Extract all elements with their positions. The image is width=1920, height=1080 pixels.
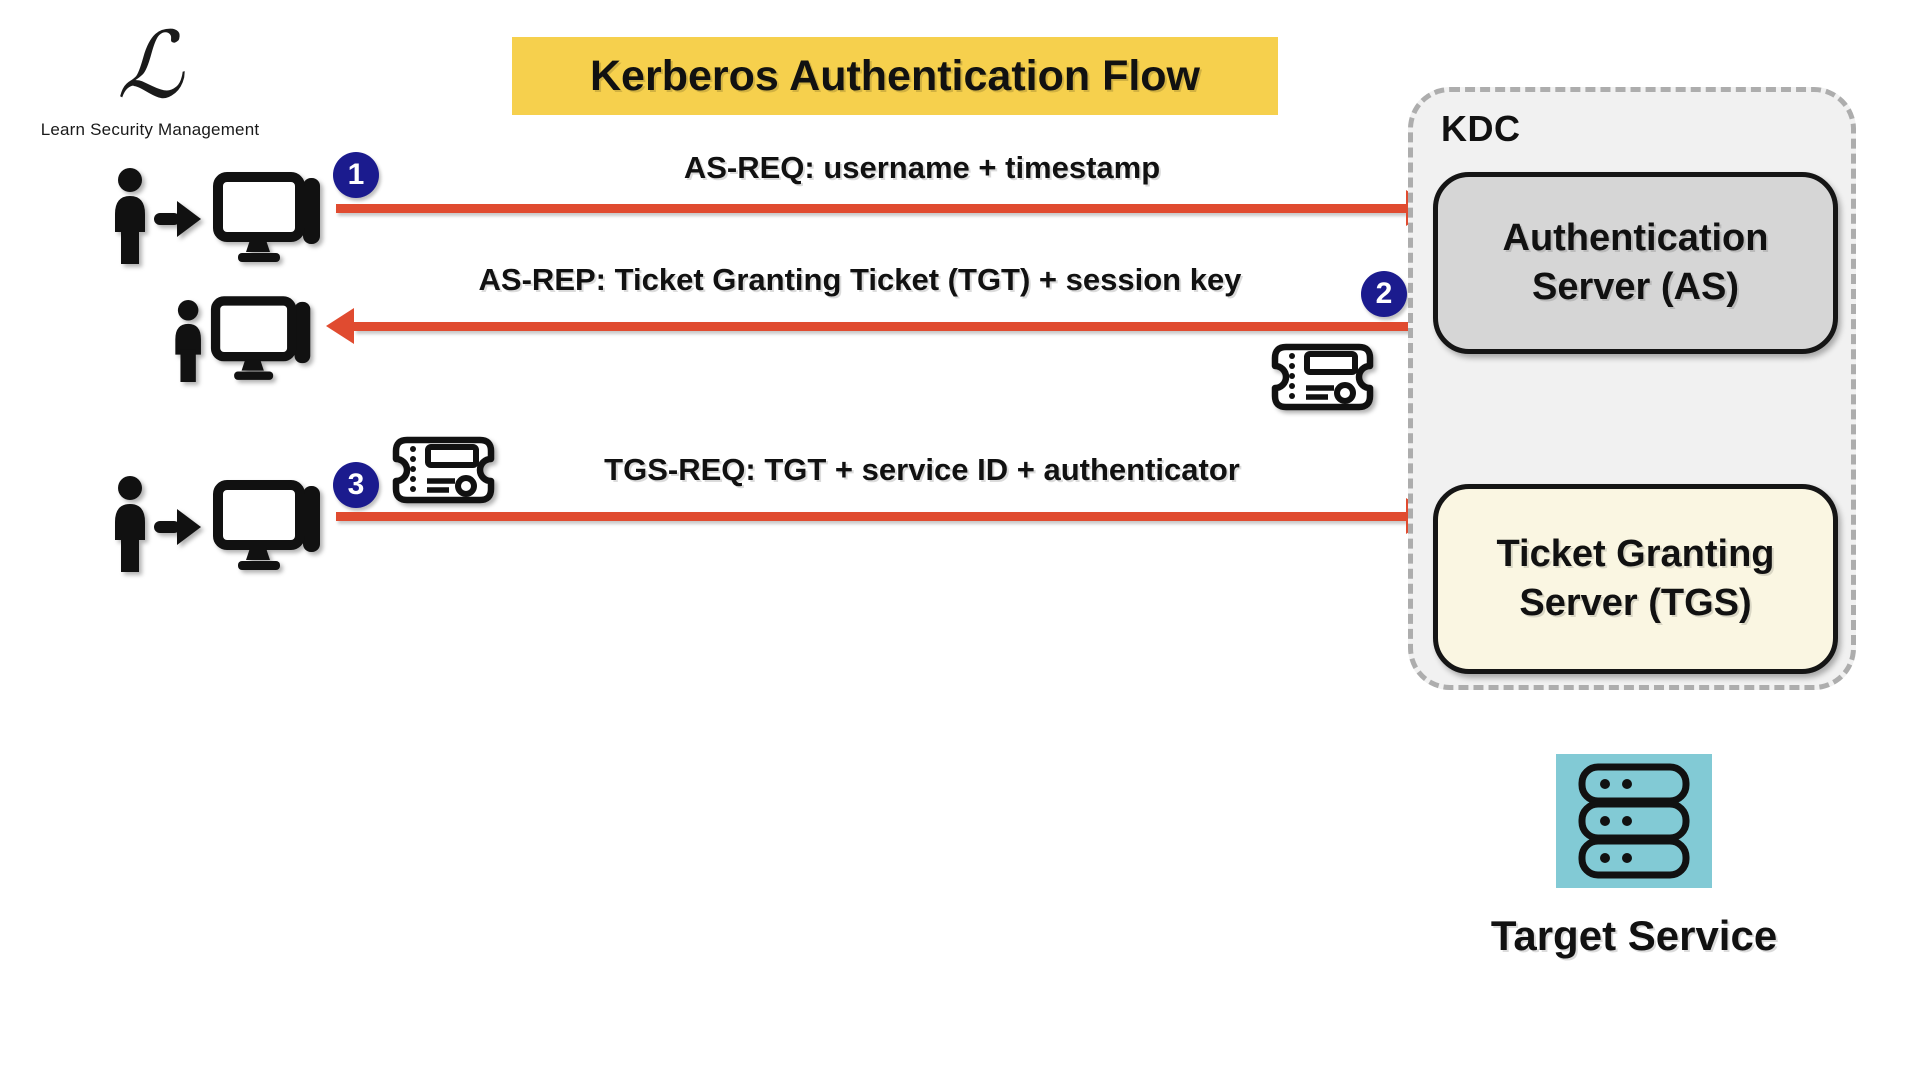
ticket-icon xyxy=(1271,343,1374,411)
user-icon xyxy=(115,476,145,572)
ticket-icon xyxy=(392,436,495,504)
step-badge-2: 2 xyxy=(1361,271,1407,317)
logo: ℒ Learn Security Management xyxy=(25,14,275,140)
logo-script-l: ℒ xyxy=(116,12,184,119)
step-2-label: AS-REP: Ticket Granting Ticket (TGT) + s… xyxy=(478,262,1242,297)
client-workstation-row2 xyxy=(172,296,314,382)
page-title: Kerberos Authentication Flow xyxy=(512,37,1278,115)
step-2-arrowhead-icon xyxy=(326,308,354,344)
step-number: 2 xyxy=(1375,277,1393,310)
step-badge-3: 3 xyxy=(333,462,379,508)
authentication-server-box: Authentication Server (AS) xyxy=(1433,172,1838,354)
kdc-label: KDC xyxy=(1441,108,1521,149)
user-icon xyxy=(115,168,145,264)
step-3-label: TGS-REQ: TGT + service ID + authenticato… xyxy=(604,452,1240,487)
step-1-label: AS-REQ: username + timestamp xyxy=(683,150,1161,185)
kdc-panel: KDC Authentication Server (AS) Ticket Gr… xyxy=(1408,87,1856,690)
step-1-arrow xyxy=(336,204,1406,213)
step-number: 1 xyxy=(347,158,365,191)
client-workstation-row1 xyxy=(112,168,324,264)
computer-icon xyxy=(213,480,320,570)
step-2-arrow xyxy=(354,322,1430,331)
target-service-label: Target Service xyxy=(1490,912,1778,959)
step-number: 3 xyxy=(347,468,365,501)
logo-caption: Learn Security Management xyxy=(40,120,260,139)
target-service-chip xyxy=(1556,754,1712,888)
server-stack-icon xyxy=(1578,763,1690,879)
arrow-right-icon xyxy=(154,201,201,237)
ticket-granting-server-box: Ticket Granting Server (TGS) xyxy=(1433,484,1838,674)
step-3-arrow xyxy=(336,512,1406,521)
client-workstation-row3 xyxy=(112,476,324,572)
step-badge-1: 1 xyxy=(333,152,379,198)
user-icon xyxy=(175,300,201,382)
computer-icon xyxy=(213,172,320,262)
arrow-right-icon xyxy=(154,509,201,545)
computer-icon xyxy=(210,296,311,380)
